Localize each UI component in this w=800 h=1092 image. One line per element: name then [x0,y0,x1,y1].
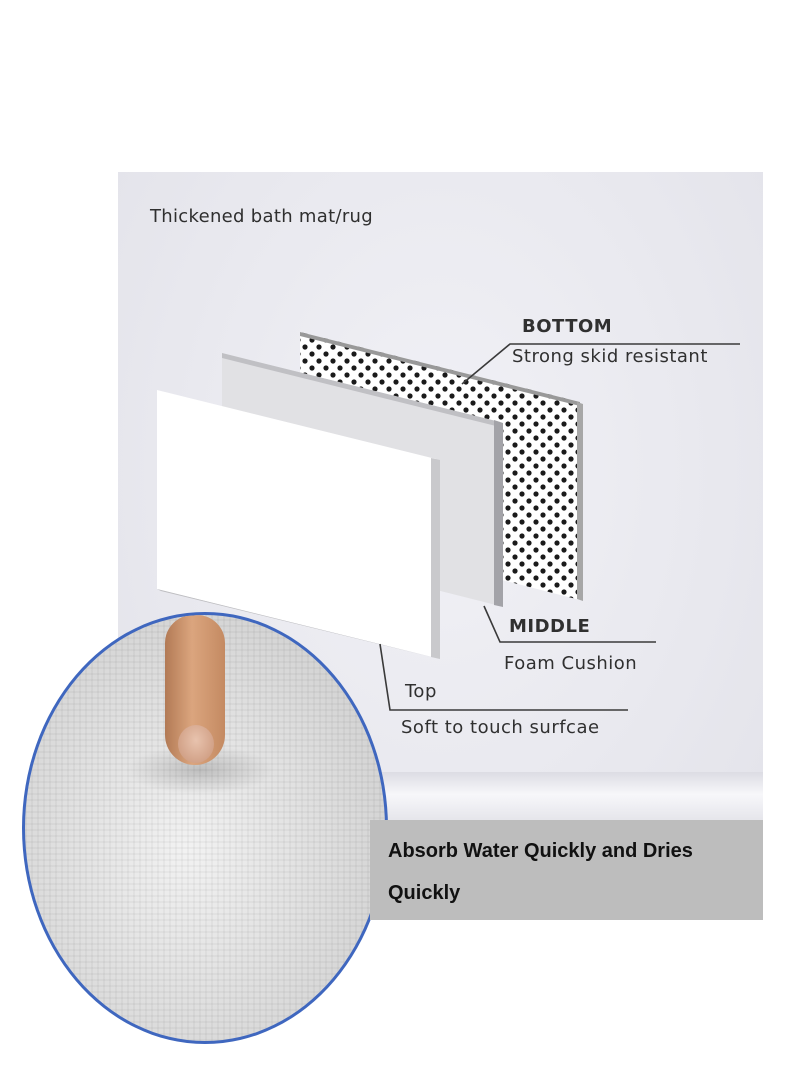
middle-leader-line [483,605,656,643]
heading: Thickened bath mat/rug [150,206,373,227]
bottom-description: Strong skid resistant [512,346,708,367]
banner-box [370,820,763,920]
banner-text: Absorb Water Quickly and Dries Quickly [388,840,693,904]
fingernail [178,725,214,763]
middle-description: Foam Cushion [504,653,638,674]
top-description: Soft to touch surfcae [401,717,600,738]
top-leader-line [379,643,628,711]
middle-title: MIDDLE [509,616,591,637]
zoom-circle [22,612,388,1044]
top-layer-sheet [157,390,440,659]
bottom-leader-line [461,343,740,385]
top-title: Top [405,681,437,702]
bottom-title: BOTTOM [522,316,613,337]
